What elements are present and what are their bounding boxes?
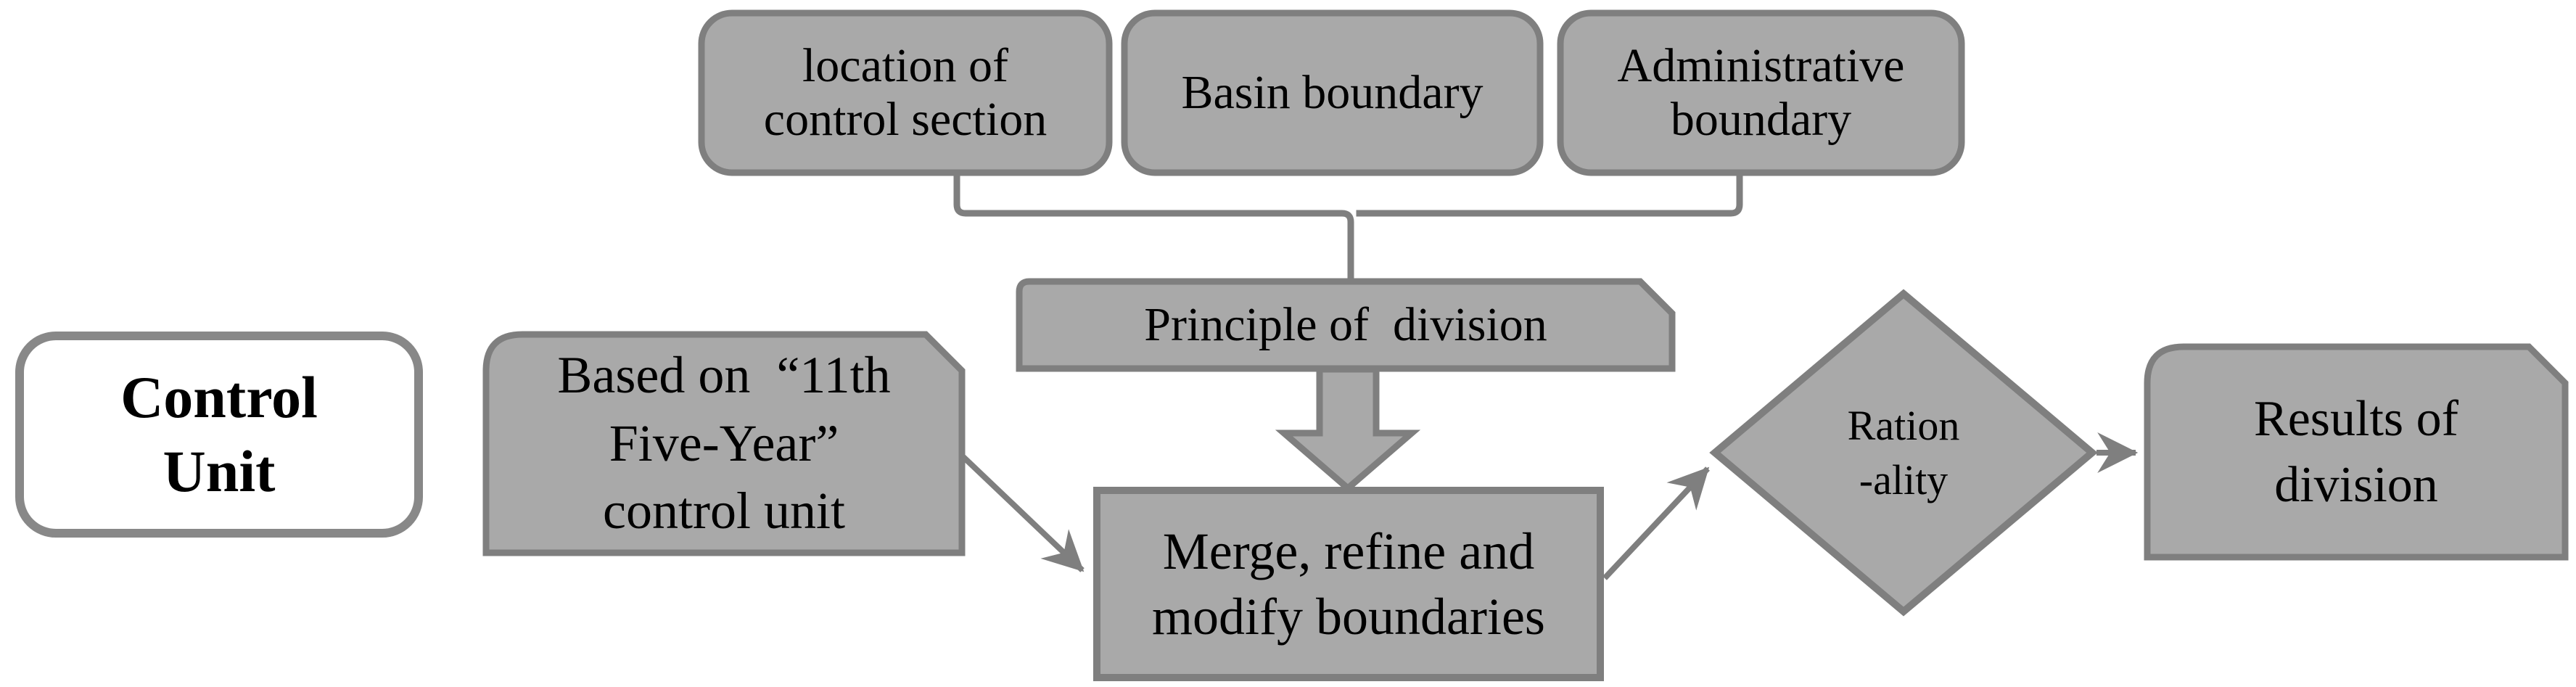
arrow-merge-to-rationality xyxy=(1602,466,1710,580)
administrative-boundary-node xyxy=(1557,9,1965,176)
rationality-decision-node xyxy=(1709,289,2098,617)
thick-down-arrow xyxy=(1275,366,1421,493)
basin-boundary-node xyxy=(1121,9,1544,176)
arrow-basedon-to-merge xyxy=(960,453,1085,572)
merge-refine-modify-node xyxy=(1093,487,1604,681)
location-of-control-section-node xyxy=(698,9,1113,176)
bracket-connector-line xyxy=(953,170,1743,288)
results-of-division-node xyxy=(2144,343,2569,561)
based-on-control-unit-node xyxy=(482,331,966,556)
principle-of-division-node xyxy=(1016,278,1676,372)
control-unit-node xyxy=(15,332,423,538)
